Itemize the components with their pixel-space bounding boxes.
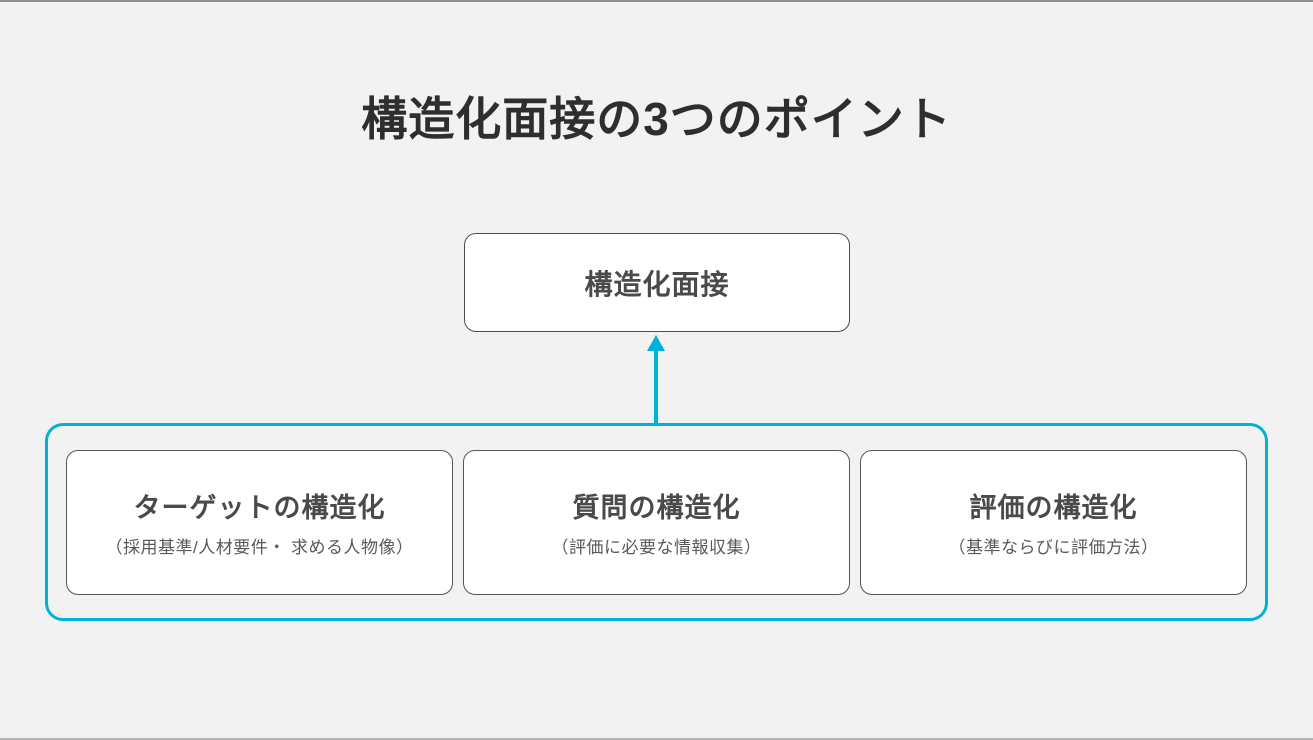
top-edge-divider (0, 0, 1313, 2)
points-group-container: ターゲットの構造化 （採用基準/人材要件・ 求める人物像） 質問の構造化 （評価… (45, 423, 1268, 621)
point-card-title: 質問の構造化 (572, 493, 741, 523)
page-title: 構造化面接の3つのポイント (361, 93, 952, 145)
bottom-edge-divider (0, 738, 1313, 740)
point-card-subtitle: （基準ならびに評価方法） (948, 538, 1159, 557)
arrow-line (654, 351, 658, 424)
arrow-head-icon (647, 335, 665, 351)
point-card-title: ターゲットの構造化 (133, 493, 386, 523)
up-arrow (646, 335, 666, 424)
point-card-subtitle: （評価に必要な情報収集） (551, 538, 762, 557)
root-node-structured-interview: 構造化面接 (464, 233, 850, 332)
point-card-question: 質問の構造化 （評価に必要な情報収集） (463, 449, 850, 595)
point-card-subtitle: （採用基準/人材要件・ 求める人物像） (105, 538, 414, 557)
root-node-label: 構造化面接 (584, 268, 730, 300)
point-card-target: ターゲットの構造化 （採用基準/人材要件・ 求める人物像） (66, 449, 453, 595)
point-card-evaluation: 評価の構造化 （基準ならびに評価方法） (860, 449, 1247, 595)
point-card-title: 評価の構造化 (969, 493, 1138, 523)
